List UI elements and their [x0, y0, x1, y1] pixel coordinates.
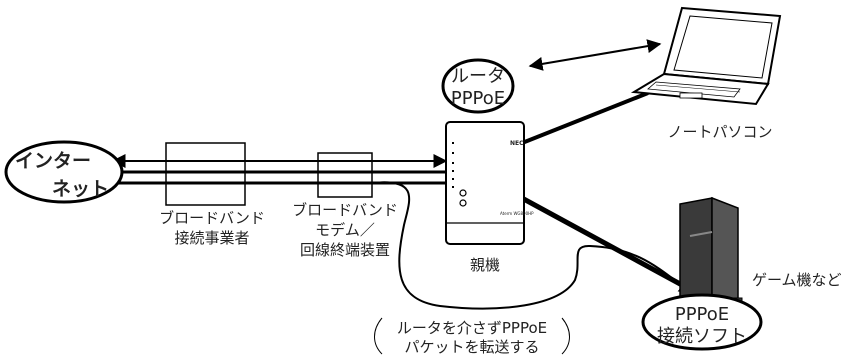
broadband-lines — [111, 154, 448, 185]
laptop-icon — [630, 6, 782, 106]
main-unit-label: 親機 — [470, 256, 500, 274]
router-bubble-line1: ルータ — [451, 66, 505, 87]
router-bubble — [441, 58, 515, 114]
modem-label-line1: ブロードバンド — [292, 201, 398, 219]
passthrough-note: ルータを介さずPPPoE パケットを転送する — [374, 317, 570, 356]
provider-label-line1: ブロードバンド — [159, 209, 265, 227]
provider-box — [165, 142, 246, 206]
modem-label-line2: モデム／ — [315, 221, 375, 239]
modem-box — [317, 152, 373, 198]
modem-label-line3: 回線終端装置 — [300, 241, 390, 259]
internet-bubble — [4, 140, 124, 204]
pppoe-bubble — [641, 293, 763, 351]
router-model: Aterm WG800HP — [500, 211, 534, 216]
console-connection-line — [518, 194, 684, 288]
internet-label-line2: ネット — [52, 178, 109, 200]
pppoe-bubble-line2: 接続ソフト — [657, 326, 747, 347]
router-brand: NEC — [510, 140, 524, 147]
wireless-arrow — [528, 39, 662, 71]
game-console-icon — [675, 196, 743, 309]
note-line2: パケットを転送する — [404, 338, 539, 356]
status-leds — [452, 142, 454, 188]
router-device-icon: NEC Aterm WG800HP — [445, 121, 534, 245]
pppoe-passthrough-line — [371, 181, 694, 310]
provider-label-line2: 接続事業者 — [174, 229, 249, 247]
laptop-label: ノートパソコン — [667, 123, 772, 141]
router-bubble-line2: PPPoE — [451, 88, 505, 109]
pppoe-bubble-line1: PPPoE — [675, 304, 729, 325]
note-line1: ルータを介さずPPPoE — [397, 319, 547, 337]
game-console-label: ゲーム機など — [752, 271, 842, 289]
internet-label-line1: インター — [15, 150, 91, 172]
laptop-connection-line — [511, 91, 649, 149]
